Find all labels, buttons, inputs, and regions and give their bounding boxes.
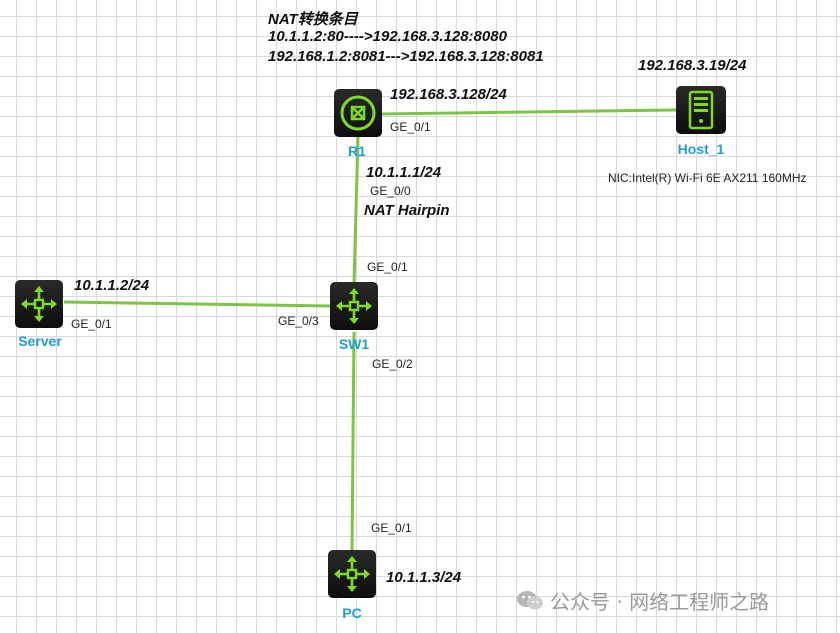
pc-device[interactable] (328, 550, 376, 598)
sw1-port-ge02: GE_0/2 (372, 357, 413, 371)
router-icon (340, 95, 376, 131)
r1-port-ge00: GE_0/0 (370, 184, 411, 198)
host-icon (688, 90, 714, 130)
router-r1[interactable] (334, 89, 382, 137)
server-ip: 10.1.1.2/24 (74, 277, 150, 294)
sw1-label: SW1 (338, 336, 370, 352)
host1-nic: NIC:Intel(R) Wi-Fi 6E AX211 160MHz (608, 171, 807, 185)
switch-icon (336, 288, 372, 324)
pc-port-ge01: GE_0/1 (371, 521, 412, 535)
sw1-port-ge01: GE_0/1 (367, 260, 408, 274)
server-port-ge01: GE_0/1 (71, 317, 112, 331)
nat-hairpin-label: NAT Hairpin (364, 202, 450, 219)
r1-label: R1 (348, 143, 366, 159)
watermark: 公众号 · 网络工程师之路 (516, 586, 769, 614)
host-host1[interactable] (676, 86, 726, 134)
r1-ip-wan: 192.168.3.128/24 (390, 86, 507, 103)
server-label: Server (18, 333, 62, 349)
switch-sw1[interactable] (330, 282, 378, 330)
link-r1-host1 (379, 108, 677, 116)
wechat-icon (517, 591, 543, 610)
link-sw1-pc (350, 331, 356, 553)
watermark-text: 公众号 · 网络工程师之路 (550, 589, 770, 614)
sw1-port-ge03: GE_0/3 (278, 314, 319, 328)
server-device[interactable] (15, 280, 63, 328)
pc-label: PC (342, 605, 362, 621)
r1-port-ge01: GE_0/1 (390, 120, 431, 134)
nat-entry: 10.1.1.2:80---->192.168.3.128:8080 (268, 28, 507, 45)
host1-label: Host_1 (677, 141, 725, 157)
pc-ip: 10.1.1.3/24 (386, 569, 462, 586)
switch-icon (21, 286, 57, 322)
link-r1-sw1 (352, 135, 360, 285)
host1-ip: 192.168.3.19/24 (638, 57, 747, 74)
link-server-sw1 (63, 300, 331, 308)
switch-icon (334, 556, 370, 592)
nat-entry: 192.168.1.2:8081--->192.168.3.128:8081 (268, 48, 544, 65)
nat-table-title: NAT转换条目 (268, 11, 358, 28)
r1-ip-lan: 10.1.1.1/24 (366, 164, 442, 181)
